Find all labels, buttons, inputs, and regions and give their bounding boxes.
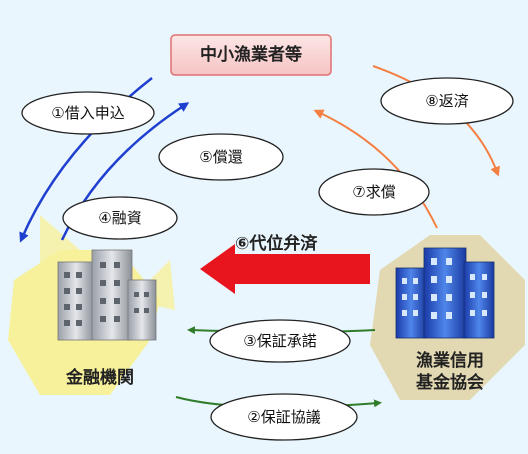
bank-building-icon [57,249,157,341]
sme-box [170,34,332,76]
step3-label: ③保証承諾 [243,332,317,350]
step5-bubble [158,133,284,181]
step4-bubble [62,196,178,240]
arrow-loan-application [19,77,153,243]
arrow-indemnity-claim [313,109,438,229]
step1-label: ①借入申込 [51,104,125,122]
step6-label: ⑥代位弁済 [235,234,318,254]
sme-label: 中小漁業者等 [200,45,302,65]
step4-label: ④融資 [98,209,142,227]
step1-bubble [21,91,155,135]
step7-bubble [318,168,430,216]
step8-bubble [380,77,514,125]
guarantor-label: 漁業信用 基金協会 [380,350,520,394]
step3-bubble [209,319,351,363]
step2-bubble [210,393,358,441]
step5-label: ⑤償還 [199,148,243,166]
step7-label: ⑦求償 [352,183,396,201]
subrogation-arrow [200,244,370,294]
guarantor-label-line1: 漁業信用 [416,351,484,371]
guarantor-label-line2: 基金協会 [416,373,484,393]
bank-label: 金融機関 [66,368,134,388]
step2-label: ②保証協議 [247,408,321,426]
guarantor-building-icon [395,247,495,339]
step8-label: ⑧返済 [425,92,469,110]
